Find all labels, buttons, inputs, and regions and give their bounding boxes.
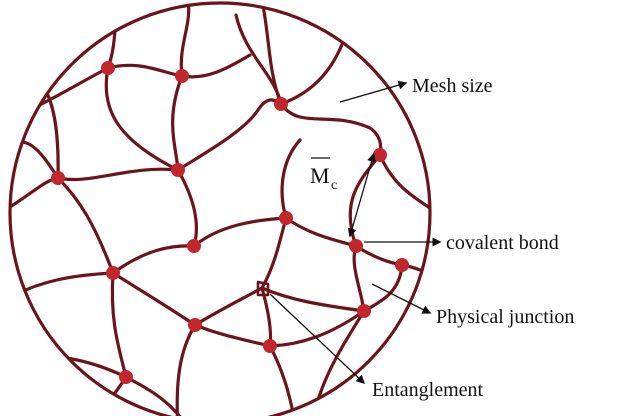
polymer-chain [262,288,271,346]
mc-label: M c [310,158,337,193]
polymer-chain [5,55,250,120]
polymer-chain [178,100,281,170]
crosslink-node [349,239,363,253]
physical-junction-label: Physical junction [436,306,574,328]
polymer-chain [177,325,195,416]
polymer-chain [113,273,195,325]
crosslink-node [188,318,202,332]
polymer-chain [262,218,286,288]
polymer-chain [270,311,364,346]
polymer-chain [58,178,113,273]
polymer-chain [178,170,196,246]
crosslink-node [395,258,409,272]
polymer-chain [5,246,194,300]
entanglement-arrow [270,294,364,383]
polymer-chain [262,288,364,311]
physical-junction-arrow [372,284,430,313]
polymer-chain [181,0,188,76]
mc-subscript: c [331,178,337,193]
crosslink-node [119,370,133,384]
crosslink-node [357,304,371,318]
network-boundary-circle [10,3,430,416]
crosslink-node [51,171,65,185]
covalent-bond-label: covalent bond [446,232,559,254]
crosslink-node [101,61,115,75]
crosslink-node [171,163,185,177]
polymer-chain [262,0,281,104]
polymer-chain [281,20,350,104]
polymer-chain [106,68,178,170]
crosslink-node [279,211,293,225]
polymer-chain [286,218,356,246]
mesh-size-label: Mesh size [412,75,493,97]
annotation-arrows [270,83,440,383]
polymer-chain [364,265,402,311]
crosslink-node [187,239,201,253]
crosslink-node [274,97,288,111]
entanglement-label: Entanglement [372,379,484,401]
polymer-chain [350,155,380,246]
polymer-chain [195,325,270,346]
polymer-chain [195,288,262,325]
crosslink-node [106,266,120,280]
polymer-chain [112,273,126,377]
polymer-chain [354,246,364,311]
crosslink-node [263,339,277,353]
polymer-chain [5,356,190,416]
polymer-chain [194,218,286,246]
polymer-chain [282,140,300,218]
polymer-chain [270,346,296,416]
mc-symbol: M [310,163,330,188]
crosslink-node [175,69,189,83]
polymer-chain [5,169,178,210]
crosslink-node [373,148,387,162]
polymer-chain [173,76,182,170]
